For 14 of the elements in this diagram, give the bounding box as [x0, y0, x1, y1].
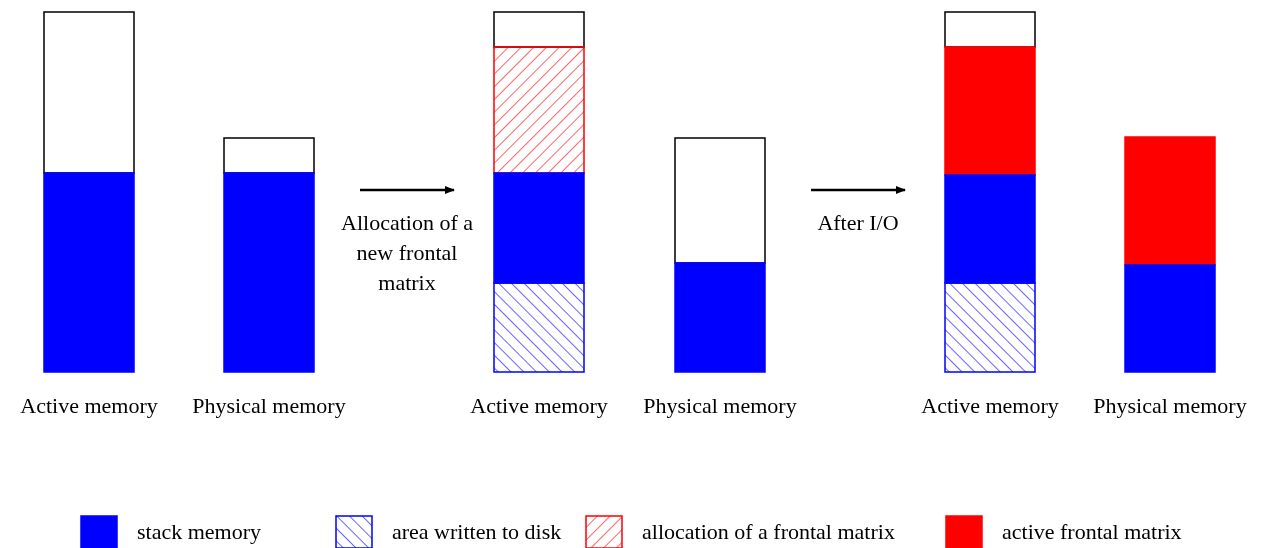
bar-label: Physical memory — [191, 393, 347, 419]
bar-label: Active memory — [469, 393, 609, 419]
legend-label: allocation of a frontal matrix — [642, 518, 895, 546]
legend-label: active frontal matrix — [1002, 518, 1182, 546]
edge-label: Allocation of a new frontal matrix — [340, 209, 474, 297]
bar-label: Active memory — [19, 393, 159, 419]
legend-label: stack memory — [137, 518, 262, 546]
legend-label: area written to disk — [392, 518, 562, 546]
bar-label: Physical memory — [642, 393, 798, 419]
bar-label: Active memory — [920, 393, 1060, 419]
bar-label: Physical memory — [1092, 393, 1248, 419]
arrow — [811, 186, 906, 194]
arrow — [360, 186, 455, 194]
edge-label: After I/O — [816, 209, 900, 237]
